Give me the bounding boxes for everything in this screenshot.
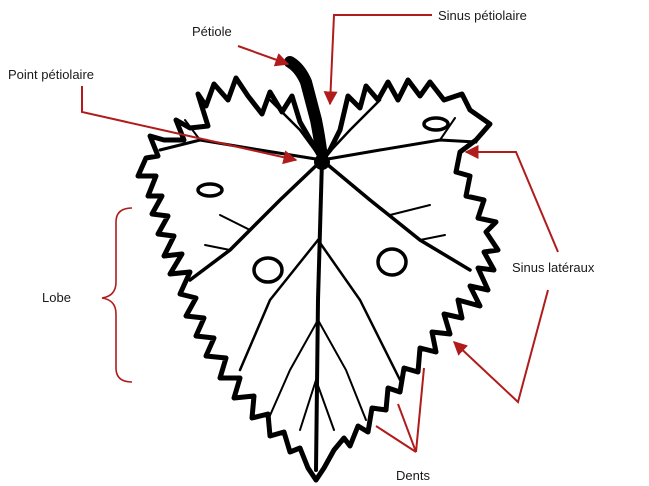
sinus-hole: [424, 118, 448, 130]
sinus-hole: [254, 258, 282, 282]
sinus-hole: [378, 249, 406, 275]
lobe-brace: [102, 208, 132, 382]
label-petiolar-point: Point pétiolaire: [8, 67, 94, 82]
teeth-arrow-2: [398, 404, 416, 452]
petiole-arrow: [238, 46, 288, 64]
grape-leaf-illustration: [138, 62, 498, 480]
label-petiole: Pétiole: [192, 24, 232, 39]
petiolar-point-dot: [314, 154, 330, 170]
teeth-arrow-1: [376, 426, 416, 452]
lateral-sinus-arrow-lower: [454, 290, 548, 402]
label-lobe: Lobe: [42, 290, 71, 305]
label-lateral-sinuses: Sinus latéraux: [512, 260, 595, 275]
sinus-hole: [198, 184, 222, 196]
teeth-arrow-3: [416, 368, 424, 452]
label-petiolar-sinus: Sinus pétiolaire: [438, 8, 527, 23]
label-teeth: Dents: [396, 468, 430, 483]
